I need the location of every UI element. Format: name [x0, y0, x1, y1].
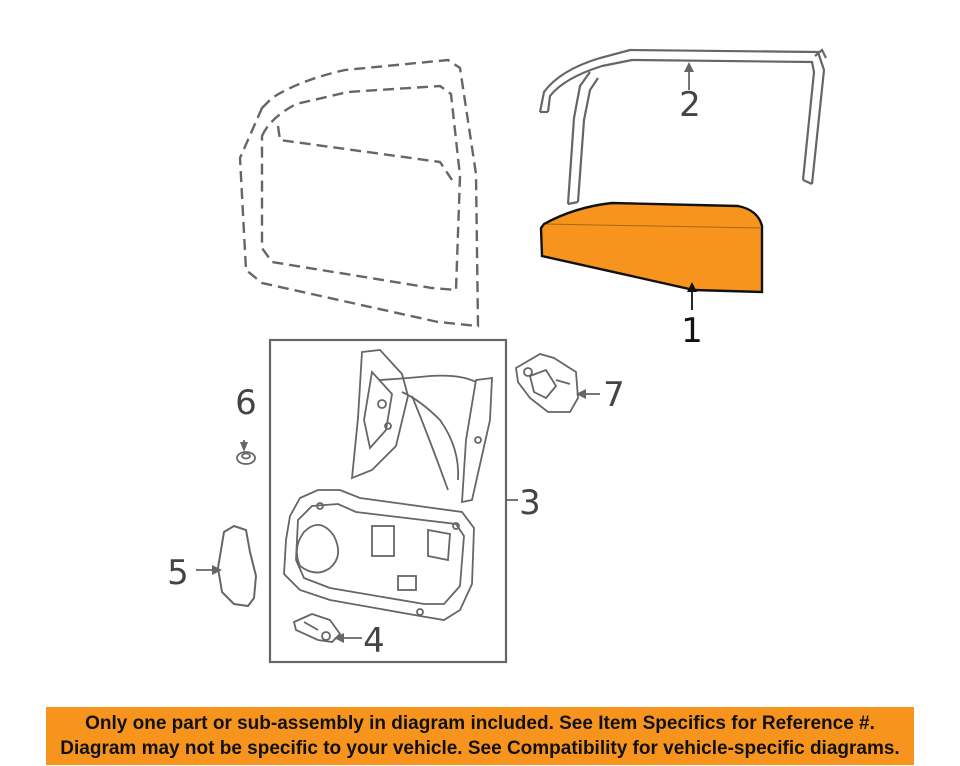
bracket-part-7: [515, 353, 579, 413]
clip-part-4: [292, 613, 342, 643]
callout-1: 1: [681, 311, 703, 351]
grommet-part-6: [236, 451, 256, 465]
disclaimer-banner: Only one part or sub-assembly in diagram…: [46, 707, 914, 765]
door-glass-part-1: [539, 201, 764, 294]
disclaimer-line-1: Only one part or sub-assembly in diagram…: [85, 713, 875, 734]
parts-diagram: 2 1 7 6 3 5 4: [167, 48, 827, 664]
callout-4: 4: [363, 621, 385, 661]
callout-2: 2: [679, 85, 701, 125]
callout-3: 3: [519, 483, 541, 523]
door-shell-outline: [238, 58, 480, 328]
run-channel-part-2: [538, 48, 827, 206]
disclaimer-line-2: Diagram may not be specific to your vehi…: [60, 738, 900, 759]
callout-5: 5: [167, 553, 189, 593]
door-module-panel: [283, 489, 475, 621]
window-regulator: [350, 349, 493, 504]
callout-7: 7: [603, 375, 625, 415]
leader-arrowheads: [212, 62, 697, 643]
water-shield-part-5: [216, 524, 258, 608]
door-glass-edge: [543, 223, 761, 229]
callout-6: 6: [235, 383, 257, 423]
assembly-box-part-3: [268, 338, 508, 664]
